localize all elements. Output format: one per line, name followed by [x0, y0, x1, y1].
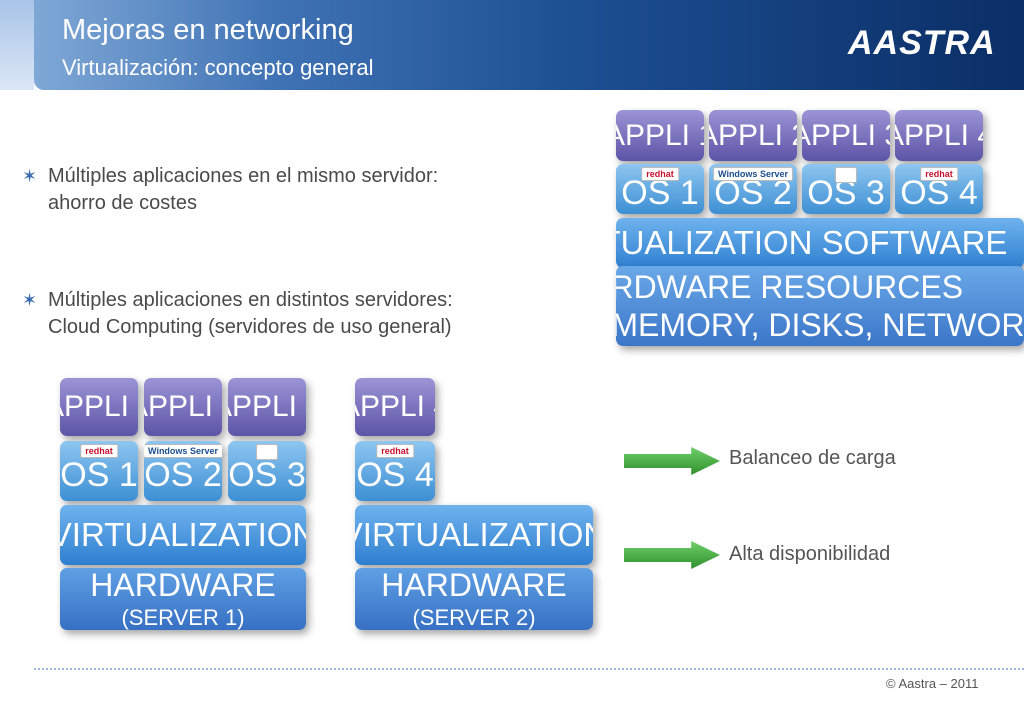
- hardware-box: HARDWARE (SERVER 2): [355, 568, 593, 630]
- green-arrow-icon: [624, 447, 720, 475]
- hardware-label: HARDWARE RESOURCES: [616, 268, 964, 305]
- hardware-label: HARDWARE: [381, 568, 567, 603]
- windows-server-logo-icon: Windows Server: [144, 444, 222, 458]
- os-box: redhat OS 4: [895, 164, 983, 214]
- app-box: APPLI 3: [228, 378, 306, 436]
- app-box: APPLI 3: [802, 110, 890, 161]
- os-label: OS 2: [144, 455, 222, 494]
- app-box: APPLI 4: [895, 110, 983, 161]
- os-label: OS 1: [60, 455, 138, 494]
- bullet-text-line: Múltiples aplicaciones en distintos serv…: [48, 289, 453, 311]
- app-label: APPLI 4: [895, 118, 983, 152]
- hardware-resources-box: HARDWARE RESOURCES CPU, MEMORY, DISKS, N…: [616, 266, 1024, 346]
- footer-divider: [34, 668, 1024, 670]
- copyright-text: © Aastra – 2011: [886, 676, 979, 691]
- green-arrow-icon: [624, 541, 720, 569]
- redhat-logo-icon: redhat: [641, 167, 679, 181]
- app-label: APPLI 2: [144, 390, 222, 423]
- virtualization-label: VIRTUALIZATION: [355, 516, 593, 553]
- app-label: APPLI 3: [228, 390, 306, 423]
- os-box: OS 3: [228, 441, 306, 501]
- app-box: APPLI 1: [616, 110, 704, 161]
- hardware-box: HARDWARE (SERVER 1): [60, 568, 306, 630]
- slide-header: Mejoras en networking Virtualización: co…: [0, 0, 1024, 90]
- slide-subtitle: Virtualización: concepto general: [62, 55, 374, 80]
- os-box: redhat OS 1: [60, 441, 138, 501]
- app-label: APPLI 1: [60, 390, 138, 423]
- redhat-logo-icon: redhat: [376, 444, 414, 458]
- server-label: (SERVER 2): [412, 605, 536, 630]
- app-box: APPLI 1: [60, 378, 138, 436]
- virtualization-software-box: VIRTUALIZATION SOFTWARE: [616, 218, 1024, 268]
- os-box: redhat OS 1: [616, 164, 704, 214]
- app-box: APPLI 2: [144, 378, 222, 436]
- virtualization-box: VIRTUALIZATION: [355, 505, 593, 565]
- redhat-logo-icon: redhat: [920, 167, 958, 181]
- high-availability-label: Alta disponibilidad: [729, 543, 891, 565]
- virtualization-label: VIRTUALIZATION SOFTWARE: [616, 224, 1008, 261]
- virtualization-box: VIRTUALIZATION: [60, 505, 306, 565]
- app-label: APPLI 3: [802, 118, 890, 152]
- load-balancing-label: Balanceo de carga: [729, 447, 896, 469]
- app-label: APPLI 2: [709, 118, 797, 152]
- app-box: APPLI 4: [355, 378, 435, 436]
- os-label: OS 4: [356, 455, 434, 494]
- redhat-logo-icon: redhat: [80, 444, 118, 458]
- os-label: OS 3: [228, 455, 306, 494]
- os-box: Windows Server OS 2: [144, 441, 222, 501]
- windows-logo-icon: [835, 167, 857, 183]
- header-fade: [0, 0, 34, 90]
- aastra-logo: AASTRA: [848, 24, 996, 62]
- windows-server-logo-icon: Windows Server: [713, 167, 793, 181]
- bullet-text-line: Cloud Computing (servidores de uso gener…: [48, 316, 452, 338]
- bullet-text-line: Múltiples aplicaciones en el mismo servi…: [48, 165, 439, 187]
- os-box: OS 3: [802, 164, 890, 214]
- hardware-sub-label: CPU, MEMORY, DISKS, NETWORK: [616, 307, 1024, 343]
- bullet-text-line: ahorro de costes: [48, 192, 197, 214]
- header-band: [34, 0, 1024, 90]
- app-label: APPLI 4: [355, 390, 435, 423]
- app-box: APPLI 2: [709, 110, 797, 161]
- slide-title: Mejoras en networking: [62, 14, 354, 46]
- os-box: Windows Server OS 2: [709, 164, 797, 214]
- virtualization-label: VIRTUALIZATION: [60, 516, 306, 553]
- app-label: APPLI 1: [616, 118, 704, 152]
- server-label: (SERVER 1): [121, 605, 245, 630]
- bullet-star-icon: ✶: [22, 166, 38, 186]
- bullet-star-icon: ✶: [22, 290, 38, 310]
- os-box: redhat OS 4: [355, 441, 435, 501]
- hardware-label: HARDWARE: [90, 568, 276, 603]
- windows-logo-icon: [256, 444, 278, 460]
